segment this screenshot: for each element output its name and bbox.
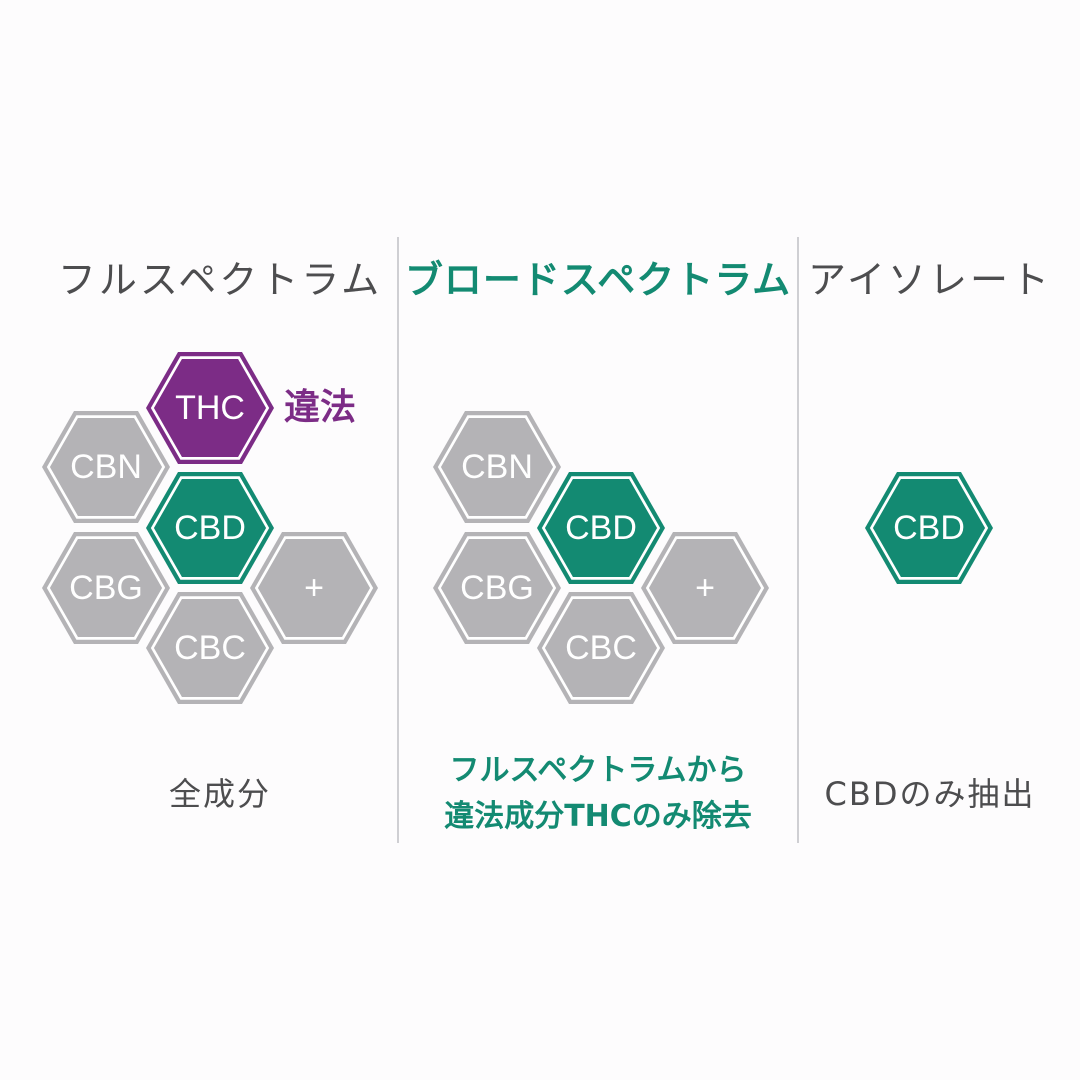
hex-thc-label: THC [175, 389, 245, 427]
broad-spectrum-hex-group: CBN CBD CBG + CBC [433, 411, 769, 704]
isolate-title: アイソレート [807, 258, 1053, 302]
caption-line: フルスペクトラムから [449, 753, 747, 788]
hex-cbn-label: CBN [461, 448, 533, 486]
column-divider-2 [797, 237, 799, 843]
hex-cbg-label: CBG [69, 569, 143, 607]
illegal-tag: 違法 [284, 387, 357, 428]
hex-cbg: CBG [42, 532, 170, 644]
hex-plus: + [250, 532, 378, 644]
hex-cbc-label: CBC [174, 629, 246, 667]
hex-thc: THC [146, 352, 274, 464]
hex-cbc: CBC [146, 592, 274, 704]
hex-plus: + [641, 532, 769, 644]
broad-spectrum-title: ブロードスペクトラム [404, 258, 792, 302]
isolate-hex-group: CBD [865, 472, 993, 584]
full-spectrum-hex-group: THC CBN CBD CBG + [42, 352, 378, 704]
hex-cbn-label: CBN [70, 448, 142, 486]
broad-spectrum-caption: フルスペクトラムから 違法成分THCのみ除去 [400, 748, 796, 840]
caption-line: CBDのみ抽出 [824, 775, 1036, 813]
hex-cbd: CBD [537, 472, 665, 584]
hex-cbn: CBN [433, 411, 561, 523]
caption-line: 全成分 [168, 775, 271, 813]
hex-cbd-label: CBD [174, 509, 246, 547]
hex-cbd: CBD [865, 472, 993, 584]
hex-cbg: CBG [433, 532, 561, 644]
full-spectrum-title: フルスペクトラム [57, 258, 383, 302]
hex-plus-label: + [695, 569, 715, 607]
caption-line: 違法成分THCのみ除去 [444, 799, 752, 834]
isolate-caption: CBDのみ抽出 [800, 771, 1060, 817]
hex-cbc: CBC [537, 592, 665, 704]
hex-cbd-label: CBD [565, 509, 637, 547]
hex-plus-label: + [304, 569, 324, 607]
full-spectrum-caption: 全成分 [40, 771, 400, 817]
hex-cbc-label: CBC [565, 629, 637, 667]
hex-cbd-label: CBD [893, 509, 965, 547]
hex-cbn: CBN [42, 411, 170, 523]
hex-cbd: CBD [146, 472, 274, 584]
hex-cbg-label: CBG [460, 569, 534, 607]
column-divider-1 [397, 237, 399, 843]
